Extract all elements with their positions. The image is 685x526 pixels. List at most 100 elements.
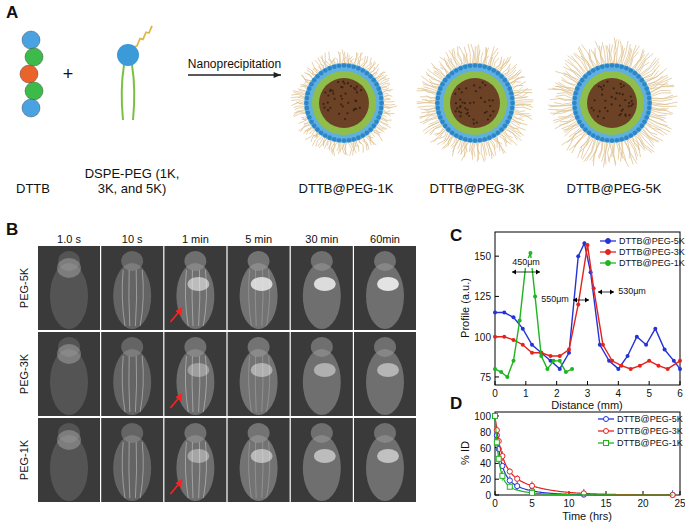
peg-brush — [650, 115, 664, 119]
data-point — [512, 315, 516, 319]
peg-brush — [384, 106, 392, 108]
peg-brush — [369, 63, 376, 72]
core-dot — [613, 87, 615, 89]
image-cell — [101, 418, 163, 502]
peg-brush — [348, 58, 350, 63]
peg-brush — [508, 71, 522, 81]
core-dot — [475, 90, 477, 92]
lipid-headgroup — [615, 64, 620, 69]
lipid-shell — [435, 63, 515, 143]
peg-brush — [507, 127, 520, 137]
data-point — [666, 367, 670, 371]
node-label: DTTB — [5, 182, 61, 200]
signal-glow — [57, 430, 81, 450]
core-dot — [593, 109, 595, 111]
peg-brush — [301, 116, 306, 118]
data-point — [492, 413, 497, 418]
lipid-headgroup — [610, 138, 615, 143]
core-dot — [356, 86, 358, 88]
mouse-head — [311, 337, 333, 357]
lipid-headgroup — [458, 66, 463, 71]
peg-brush — [440, 65, 448, 74]
data-point — [507, 478, 512, 483]
tick — [556, 381, 557, 385]
legend-sample — [600, 259, 616, 267]
image-cell — [291, 246, 353, 330]
hydrophobic-layer — [580, 71, 644, 135]
peg-brush — [384, 105, 397, 108]
peg-brush — [307, 74, 313, 79]
lipid-headgroup — [360, 133, 365, 138]
peg-brush — [418, 106, 435, 107]
core-dot — [622, 93, 624, 95]
peg-brush — [624, 141, 630, 159]
peg-brush — [350, 142, 353, 155]
peg-brush — [307, 70, 314, 76]
tick — [495, 479, 499, 480]
peg-brush — [478, 50, 481, 63]
dye-core — [587, 78, 637, 128]
core-dot — [594, 99, 596, 101]
width-annotation: 450μm — [511, 258, 541, 268]
data-point — [530, 490, 535, 495]
peg-brush — [291, 94, 304, 97]
peg-brush — [376, 127, 384, 133]
mouse-body — [303, 435, 341, 501]
peg-brush — [291, 97, 305, 99]
core-dot — [324, 91, 326, 93]
core-dot — [485, 111, 487, 113]
peg-brush — [477, 44, 479, 63]
lipid-headgroup — [342, 63, 347, 68]
lipid-headgroup — [337, 64, 342, 69]
data-point — [518, 319, 522, 323]
data-point — [492, 413, 497, 418]
peg-brush — [295, 108, 305, 110]
node-illustration — [283, 25, 405, 200]
peg-brush — [611, 45, 613, 63]
core-dot — [487, 118, 489, 120]
peg-brush — [296, 102, 304, 104]
legend-text: DTTB@PEG-5K — [619, 236, 685, 246]
peg-brush — [548, 104, 572, 106]
core-dot — [492, 110, 494, 112]
lipid-headgroup — [446, 127, 451, 132]
peg-brush — [614, 143, 616, 166]
core-dot — [488, 99, 490, 101]
blood-vessel — [185, 356, 188, 412]
tick — [525, 381, 526, 385]
lipid-headgroup — [312, 78, 317, 83]
axis-frame — [495, 412, 680, 495]
blood-vessel — [128, 442, 130, 498]
image-cell — [228, 246, 290, 330]
lipid-headgroup — [605, 64, 610, 69]
peg-brush — [446, 52, 455, 68]
core-dot — [484, 84, 486, 86]
arrow-head — [585, 298, 589, 303]
mouse-body — [366, 263, 404, 329]
tick — [680, 491, 681, 495]
data-point — [549, 354, 553, 358]
liver-signal — [187, 449, 209, 463]
peg-brush — [429, 79, 439, 84]
mouse-head — [121, 251, 143, 271]
mouse-head — [184, 337, 206, 357]
arrowhead — [274, 72, 281, 78]
data-point — [567, 348, 571, 352]
blood-vessel — [185, 270, 188, 326]
peg-brush — [348, 55, 350, 63]
lipid-headgroup — [332, 64, 337, 69]
mouse-head — [374, 337, 396, 357]
lipid-headgroup — [454, 68, 459, 73]
peg-brush — [601, 46, 605, 64]
core-dot — [600, 86, 602, 88]
peg-brush — [622, 142, 629, 167]
axis-title: Distance (mm) — [551, 399, 623, 411]
lipid-headgroup — [573, 110, 578, 115]
peg-brush — [342, 143, 344, 154]
lipid-headgroup — [577, 82, 582, 87]
lipid-headgroup — [332, 137, 337, 142]
tick-label: 10 — [563, 498, 574, 509]
lipid-headgroup — [647, 101, 652, 106]
lipid-headgroup — [491, 133, 496, 138]
peg-brush — [652, 96, 678, 99]
